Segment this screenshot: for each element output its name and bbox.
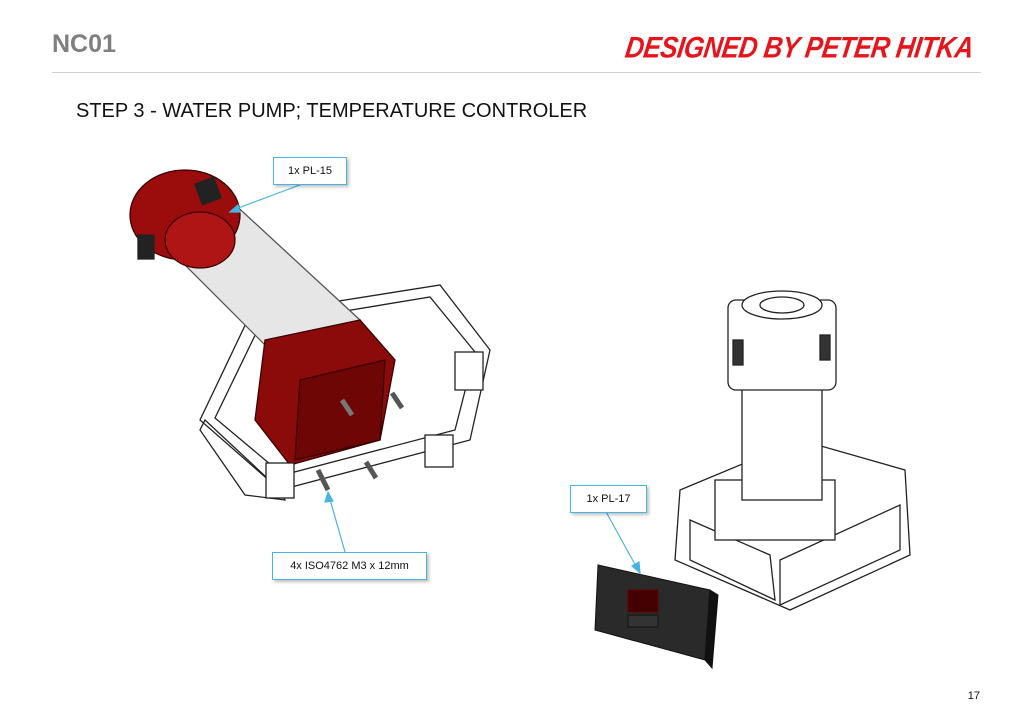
temperature-controller xyxy=(594,564,719,670)
page-number: 17 xyxy=(967,690,980,702)
header-divider xyxy=(52,72,981,73)
callout-screws: 4x ISO4762 M3 x 12mm xyxy=(272,552,427,580)
exploded-assembly-view xyxy=(129,169,491,501)
callout-pl-15: 1x PL-15 xyxy=(273,157,347,185)
assembled-view xyxy=(674,290,911,611)
step-title: STEP 3 - WATER PUMP; TEMPERATURE CONTROL… xyxy=(76,100,588,122)
callout-pl-17: 1x PL-17 xyxy=(570,485,647,513)
callout-leaders xyxy=(228,182,641,575)
document-id: NC01 xyxy=(52,30,116,58)
